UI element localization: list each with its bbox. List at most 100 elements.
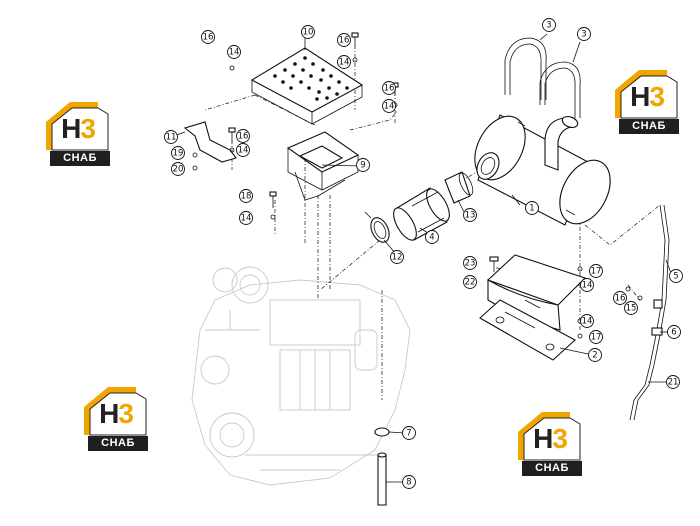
callout-clamp-ring: 12 bbox=[390, 250, 404, 264]
muffler-bracket bbox=[479, 254, 587, 361]
callout-label: 7 bbox=[406, 429, 411, 439]
callout-clip: 6 bbox=[667, 325, 681, 339]
house-icon bbox=[84, 387, 147, 436]
callout-label: 14 bbox=[238, 146, 249, 156]
callout-label: 16 bbox=[384, 84, 395, 94]
callout-label: 8 bbox=[406, 478, 411, 488]
callout-bolt: 23 bbox=[463, 256, 477, 270]
tube-assembly bbox=[374, 427, 390, 506]
callout-washer: 14 bbox=[580, 278, 594, 292]
callout-pipe-clamp: 13 bbox=[463, 208, 477, 222]
callout-label: 14 bbox=[229, 48, 240, 58]
bracket bbox=[286, 131, 360, 201]
callout-nut: 20 bbox=[171, 162, 185, 176]
support-rod bbox=[629, 204, 670, 421]
callout-washer: 15 bbox=[624, 301, 638, 315]
callout-tube: 8 bbox=[402, 475, 416, 489]
callout-support-arm: 11 bbox=[164, 130, 178, 144]
house-icon bbox=[518, 412, 581, 461]
callout-washer: 22 bbox=[463, 275, 477, 289]
callout-bolt: 18 bbox=[239, 189, 253, 203]
callout-label: 19 bbox=[173, 149, 184, 159]
callout-label: 10 bbox=[303, 28, 314, 38]
support-arm bbox=[183, 121, 237, 163]
u-bolts bbox=[504, 37, 581, 118]
callout-nut: 17 bbox=[589, 264, 603, 278]
callout-label: 17 bbox=[591, 267, 602, 277]
callout-hose: 21 bbox=[666, 375, 680, 389]
callout-muffler: 1 bbox=[525, 201, 539, 215]
logo-code: H3 bbox=[61, 113, 96, 144]
logo-brand: CHAБ bbox=[88, 436, 148, 451]
watermark-logo: H3 CHAБ bbox=[80, 385, 152, 453]
callout-label: 3 bbox=[581, 30, 586, 40]
callout-washer: 14 bbox=[236, 143, 250, 157]
logo-brand: CHAБ bbox=[522, 461, 582, 476]
watermark-logo: H3 CHAБ bbox=[42, 100, 114, 168]
callout-nut: 17 bbox=[589, 330, 603, 344]
callout-support-rod: 5 bbox=[669, 269, 683, 283]
logo-brand: CHAБ bbox=[50, 151, 110, 166]
guard-plate bbox=[250, 47, 364, 125]
callout-washer: 19 bbox=[171, 146, 185, 160]
logo-brand: CHAБ bbox=[619, 119, 679, 134]
callout-label: 14 bbox=[241, 214, 252, 224]
logo-code: H3 bbox=[533, 423, 568, 454]
callout-label: 11 bbox=[166, 133, 177, 143]
callout-label: 6 bbox=[671, 328, 676, 338]
callout-bracket: 9 bbox=[356, 158, 370, 172]
callout-washer: 14 bbox=[337, 55, 351, 69]
callout-label: 14 bbox=[582, 281, 593, 291]
callout-label: 18 bbox=[241, 192, 252, 202]
callout-label: 2 bbox=[592, 351, 597, 361]
callout-label: 15 bbox=[626, 304, 637, 314]
callout-label: 16 bbox=[238, 132, 249, 142]
callout-label: 22 bbox=[465, 278, 476, 288]
watermark-logo: H3 CHAБ bbox=[611, 68, 683, 136]
logo-code: H3 bbox=[630, 81, 665, 112]
callout-label: 13 bbox=[465, 211, 476, 221]
house-icon bbox=[46, 102, 109, 151]
callout-washer: 14 bbox=[580, 314, 594, 328]
house-icon bbox=[615, 70, 678, 119]
callout-label: 21 bbox=[668, 378, 679, 388]
watermark-logo: H3 CHAБ bbox=[514, 410, 586, 478]
callout-label: 1 bbox=[529, 204, 534, 214]
callout-bolt: 16 bbox=[337, 33, 351, 47]
callout-label: 4 bbox=[429, 233, 434, 243]
clamp-ring bbox=[364, 211, 390, 243]
callout-label: 14 bbox=[384, 102, 395, 112]
callout-label: 12 bbox=[392, 253, 403, 263]
callout-label: 14 bbox=[339, 58, 350, 68]
callout-washer: 14 bbox=[239, 211, 253, 225]
callout-label: 16 bbox=[615, 294, 626, 304]
callout-washer: 14 bbox=[382, 99, 396, 113]
callout-exhaust-pipe: 4 bbox=[425, 230, 439, 244]
pipe-clamp bbox=[444, 171, 474, 204]
callout-muffler-bracket: 2 bbox=[588, 348, 602, 362]
exhaust-pipe bbox=[393, 187, 450, 241]
callout-label: 14 bbox=[582, 317, 593, 327]
engine-drawing bbox=[191, 266, 411, 486]
callout-u-bolt: 3 bbox=[577, 27, 591, 41]
muffler bbox=[474, 114, 611, 226]
callout-bolt: 16 bbox=[382, 81, 396, 95]
callout-u-bolt: 3 bbox=[542, 18, 556, 32]
callout-label: 20 bbox=[173, 165, 184, 175]
callout-guard-plate: 10 bbox=[301, 25, 315, 39]
callout-label: 9 bbox=[360, 161, 365, 171]
callout-label: 17 bbox=[591, 333, 602, 343]
callout-bolt: 16 bbox=[201, 30, 215, 44]
leader-lines bbox=[170, 33, 672, 483]
callout-washer: 14 bbox=[227, 45, 241, 59]
callout-label: 16 bbox=[203, 33, 214, 43]
callout-label: 16 bbox=[339, 36, 350, 46]
callout-label: 23 bbox=[465, 259, 476, 269]
callout-bolt: 16 bbox=[613, 291, 627, 305]
callout-clamp: 7 bbox=[402, 426, 416, 440]
callout-label: 5 bbox=[673, 272, 678, 282]
callout-bolt: 16 bbox=[236, 129, 250, 143]
